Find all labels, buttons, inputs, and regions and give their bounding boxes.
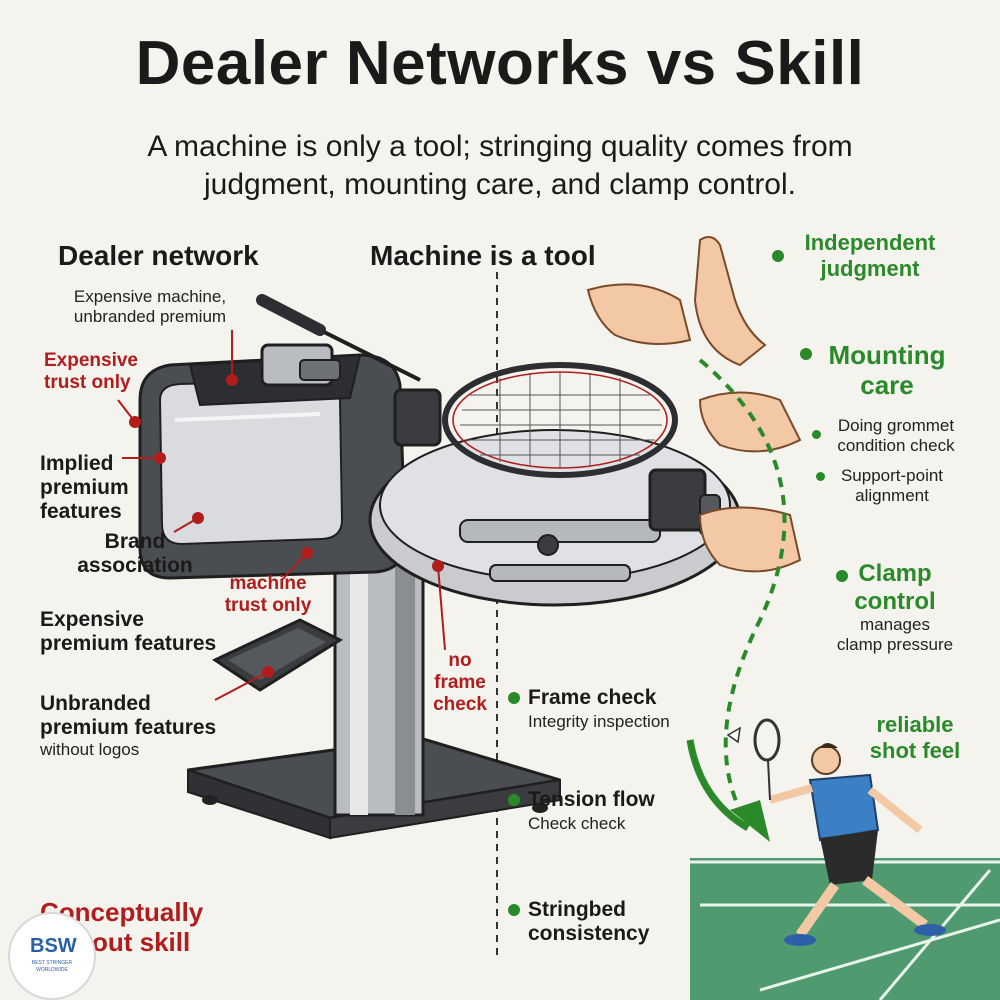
- callout-machine-trust-line-1: machine: [229, 573, 307, 594]
- bullet-dot-icon: [508, 794, 520, 806]
- callout-brand-line-2: association: [77, 554, 193, 577]
- callout-expensive-trust: Expensive trust only: [44, 350, 138, 394]
- bullet-dot-icon: [508, 692, 520, 704]
- independent-judgment: Independent judgment: [790, 230, 950, 282]
- frame-check: Frame check: [528, 686, 657, 709]
- bullet-dot-icon: [836, 570, 848, 582]
- callout-unbranded-line-2: premium features: [40, 716, 217, 739]
- flow-arrow-head-line: [686, 739, 750, 832]
- clamp-control: Clamp control: [845, 560, 945, 616]
- reliable-line-1: reliable: [876, 712, 954, 737]
- frame-check-desc: Integrity inspection: [528, 712, 670, 731]
- subtitle-line-2: judgment, mounting care, and clamp contr…: [204, 168, 796, 201]
- mounting-care: Mounting care: [812, 340, 962, 400]
- mounting-line-1: Mounting: [828, 340, 946, 370]
- callout-no-frame-line-2: frame: [434, 672, 486, 693]
- callout-expensive-trust-line-2: trust only: [44, 372, 131, 393]
- callout-expensive-premium: Expensive premium features: [40, 608, 216, 656]
- callout-implied: Implied premium features: [40, 452, 129, 524]
- clamp-desc-line-1: manages: [860, 615, 930, 634]
- tension-flow: Tension flow: [528, 788, 655, 811]
- bullet-dot-icon: [812, 430, 821, 439]
- hands-illustration: [586, 235, 802, 573]
- stringbed-line-1: Stringbed: [528, 898, 626, 921]
- clamp-description: manages clamp pressure: [815, 615, 975, 655]
- support-line-2: alignment: [855, 486, 929, 505]
- callout-expensive-premium-line-1: Expensive: [40, 608, 144, 631]
- bsw-logo-text: BSW: [30, 935, 77, 957]
- callout-no-frame-line-1: no: [448, 650, 472, 671]
- callout-unbranded: Unbranded premium features without logos: [40, 692, 216, 760]
- callout-machine-trust: machine trust only: [212, 573, 324, 617]
- clamp-line-2: control: [854, 588, 936, 615]
- grommet-check: Doing grommet condition check: [822, 416, 970, 456]
- left-note: Expensive machine, unbranded premium: [40, 287, 260, 327]
- callout-unbranded-line-1: Unbranded: [40, 692, 151, 715]
- reliable-line-2: shot feel: [869, 738, 961, 763]
- left-note-line-1: Expensive machine,: [73, 287, 227, 306]
- left-note-line-2: unbranded premium: [73, 307, 227, 326]
- callout-no-frame-line-3: check: [433, 694, 487, 715]
- right-header: Machine is a tool: [370, 240, 596, 271]
- callout-expensive-trust-line-1: Expensive: [44, 350, 138, 371]
- callout-no-frame-check: no frame check: [425, 650, 495, 716]
- callout-machine-trust-line-2: trust only: [224, 595, 312, 616]
- callout-unbranded-line-3: without logos: [40, 740, 140, 759]
- callout-implied-line-2: premium: [40, 476, 129, 499]
- page-title: Dealer Networks vs Skill: [135, 29, 865, 98]
- clamp-line-1: Clamp: [858, 560, 932, 587]
- support-alignment: Support-point alignment: [822, 466, 962, 506]
- stringbed-line-2: consistency: [528, 922, 650, 945]
- bullet-dot-icon: [508, 904, 520, 916]
- bullet-dot-icon: [800, 348, 812, 360]
- bullet-dot-icon: [772, 250, 784, 262]
- support-line-1: Support-point: [840, 466, 944, 485]
- callout-implied-line-3: features: [40, 500, 122, 523]
- mounting-line-2: care: [860, 370, 914, 400]
- subtitle-line-1: A machine is only a tool; stringing qual…: [147, 130, 853, 163]
- grommet-line-2: condition check: [837, 436, 955, 455]
- flow-arrow: [698, 358, 787, 821]
- flow-arrow-head: [730, 800, 770, 842]
- callout-brand: Brand association: [55, 530, 215, 578]
- callout-expensive-premium-line-2: premium features: [40, 632, 217, 655]
- callout-implied-line-1: Implied: [40, 452, 114, 475]
- independent-line-1: Independent: [804, 230, 936, 255]
- stringbed-consistency: Stringbed consistency: [528, 898, 649, 946]
- grommet-line-1: Doing grommet: [837, 416, 955, 435]
- left-header: Dealer network: [58, 240, 259, 271]
- clamp-desc-line-2: clamp pressure: [836, 635, 954, 654]
- tension-flow-desc: Check check: [528, 814, 626, 833]
- subtitle: A machine is only a tool; stringing qual…: [40, 128, 960, 204]
- reliable-shot-feel: reliable shot feel: [850, 712, 980, 764]
- player-illustration: [726, 718, 946, 946]
- stringing-machine-illustration: [117, 294, 742, 840]
- bullet-dot-icon: [816, 472, 825, 481]
- callout-brand-line-1: Brand: [104, 530, 166, 553]
- bsw-logo: [8, 912, 96, 1000]
- independent-line-2: judgment: [820, 256, 920, 281]
- bsw-logo-subtext: BEST STRINGER WORLDWIDE: [31, 960, 73, 973]
